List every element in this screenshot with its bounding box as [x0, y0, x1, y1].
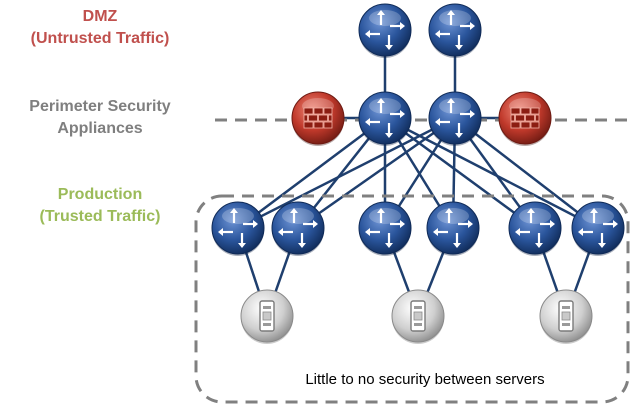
router-icon [571, 201, 625, 256]
dmz-label-line2: (Untrusted Traffic) [30, 30, 170, 47]
production-label-line2: (Trusted Traffic) [39, 208, 161, 225]
link-core2-p1 [237, 116, 456, 230]
router-icon [508, 201, 562, 256]
links-layer [236, 30, 600, 317]
link-core1-p5 [384, 116, 536, 230]
router-icon [271, 201, 325, 256]
perimeter-label-line2: Appliances [57, 120, 143, 137]
router-icon [358, 91, 412, 146]
caption: Little to no security between servers [305, 371, 545, 388]
nodes-layer [211, 3, 625, 344]
production-label-line1: Production [57, 186, 143, 203]
router-icon [358, 3, 412, 58]
router-icon [358, 201, 412, 256]
production-label: Production (Trusted Traffic) [0, 184, 200, 228]
link-core1-p1 [237, 116, 386, 230]
router-icon [428, 3, 482, 58]
link-core2-p6 [454, 117, 599, 229]
link-core2-p2 [297, 116, 456, 230]
router-icon [426, 201, 480, 256]
dmz-label-line1: DMZ [82, 8, 118, 25]
dmz-label: DMZ (Untrusted Traffic) [0, 6, 200, 50]
router-icon [211, 201, 265, 256]
server-icon [539, 289, 593, 344]
server-icon [240, 289, 294, 344]
router-icon [428, 91, 482, 146]
link-core1-p6 [384, 116, 599, 230]
firewall-icon [498, 91, 552, 146]
perimeter-label-line1: Perimeter Security [29, 98, 171, 115]
firewall-icon [291, 91, 345, 146]
server-icon [391, 289, 445, 344]
production-boundary [194, 194, 630, 404]
perimeter-label: Perimeter Security Appliances [0, 96, 200, 140]
